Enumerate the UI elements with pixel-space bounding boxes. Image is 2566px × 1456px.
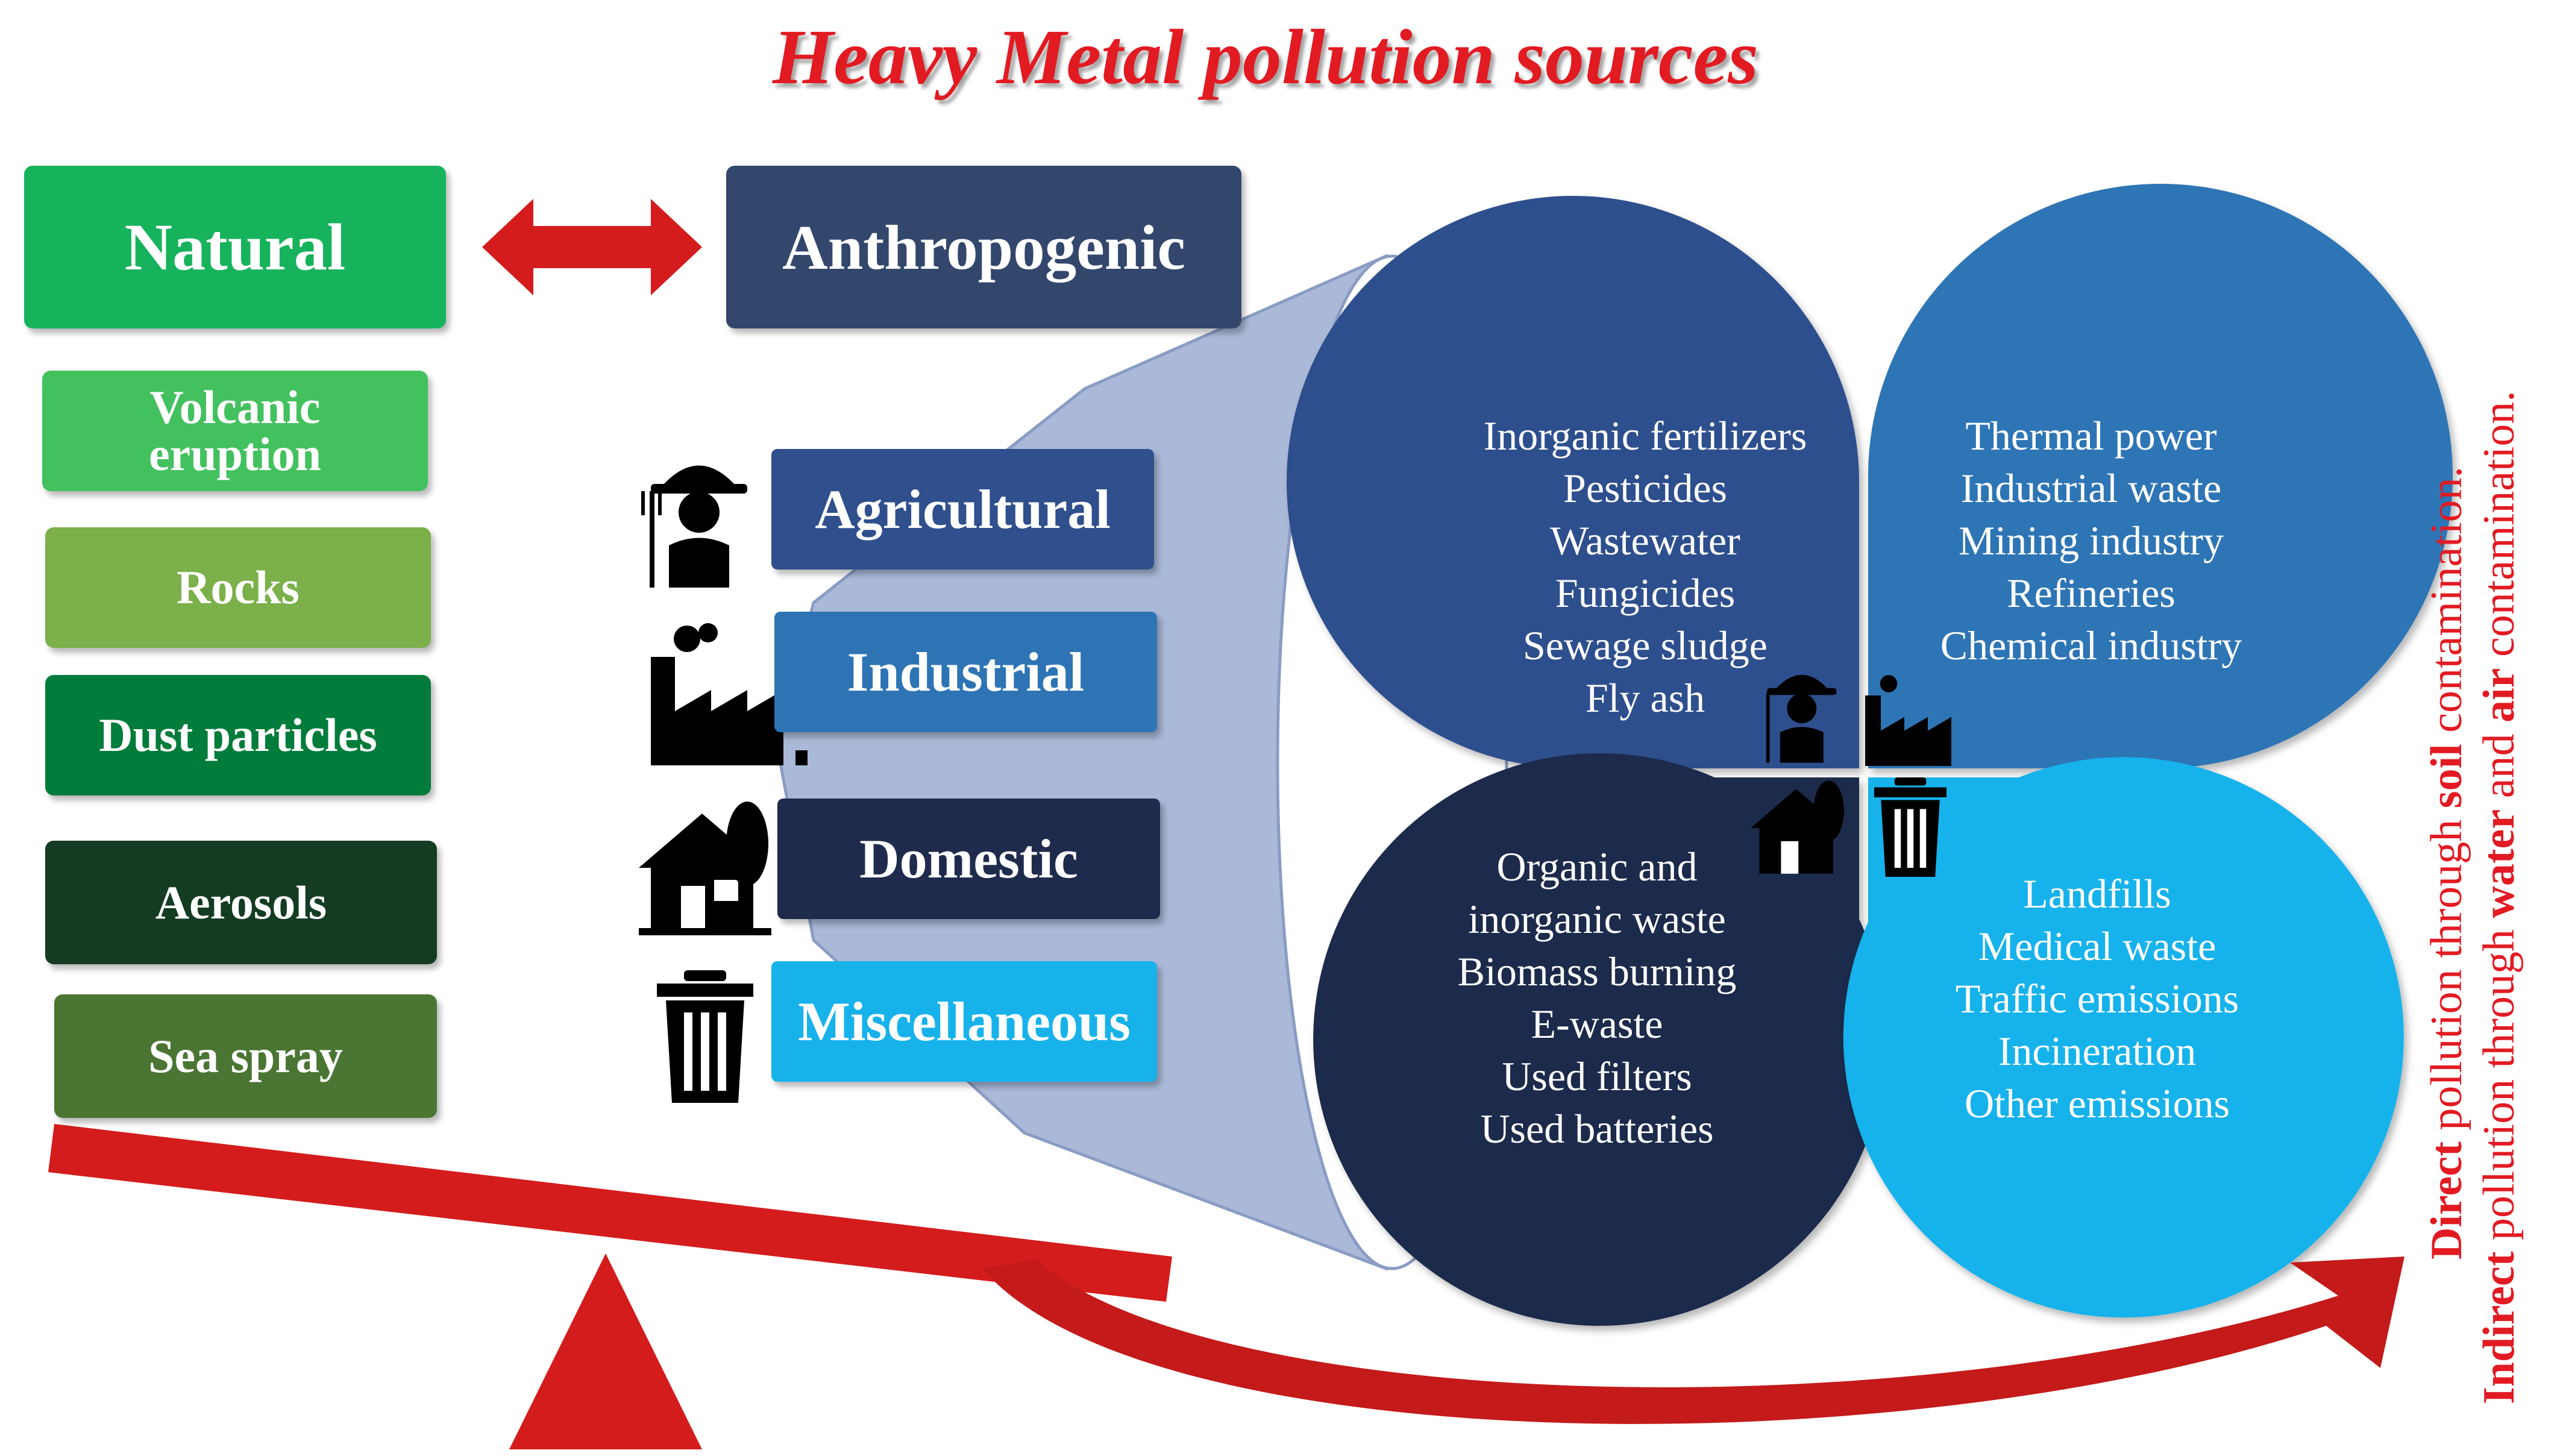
petal-domestic (1313, 753, 1886, 1326)
trash-can-icon (657, 970, 753, 1103)
list-item: Used batteries (1480, 1106, 1714, 1152)
soil-label: soil (2422, 744, 2471, 809)
list-item: Refineries (2007, 570, 2175, 616)
list-item: Other emissions (1964, 1081, 2230, 1126)
indirect-text-2: and (2474, 722, 2524, 809)
list-item: Inorganic fertilizers (1483, 413, 1807, 459)
farmer-icon-center (1766, 674, 1837, 763)
list-item: Mining industry (1958, 518, 2224, 563)
list-item: Landfills (2023, 871, 2171, 917)
petal-miscellaneous-list: Landfills Medical waste Traffic emission… (1868, 868, 2326, 1130)
diagram-title: Heavy Metal pollution sources (773, 14, 1758, 101)
natural-item-dust-particles: Dust particles (45, 675, 431, 795)
anthropogenic-heading: Anthropogenic (726, 166, 1241, 328)
list-item: Fly ash (1585, 675, 1705, 721)
air-label: air (2474, 668, 2524, 723)
list-item: Industrial waste (1960, 465, 2222, 511)
natural-item-volcanic-eruption: Volcanic eruption (42, 371, 428, 491)
category-domestic: Domestic (777, 799, 1160, 919)
list-item: Sewage sludge (1522, 623, 1768, 668)
indirect-pathway-text: Indirect pollution through water and air… (2474, 391, 2525, 1404)
indirect-label: Indirect (2474, 1251, 2524, 1404)
curved-arrow (982, 1257, 2404, 1424)
indirect-text-3: contamination. (2474, 391, 2524, 668)
list-item: Medical waste (1978, 923, 2216, 969)
direct-label: Direct (2422, 1141, 2471, 1260)
house-icon (639, 802, 771, 935)
water-label: water (2474, 809, 2524, 918)
natural-item-label: Volcanic eruption (148, 381, 322, 480)
list-item: Thermal power (1965, 413, 2217, 459)
natural-item-sea-spray: Sea spray (54, 994, 437, 1118)
petal-agricultural (1287, 196, 1859, 768)
direct-text-1: pollution through (2422, 808, 2471, 1142)
factory-icon-center (1865, 675, 1951, 766)
direct-pathway-text: Direct pollution through soil contaminat… (2421, 466, 2473, 1260)
factory-icon (651, 623, 808, 765)
natural-item-rocks: Rocks (45, 527, 431, 648)
list-item: Used filters (1502, 1053, 1692, 1099)
petal-industrial-list: Thermal power Industrial waste Mining in… (1862, 410, 2320, 672)
bidirectional-arrow (482, 199, 702, 295)
seesaw-beam (48, 1124, 1172, 1302)
list-item: Incineration (1998, 1028, 2197, 1074)
petal-agricultural-list: Inorganic fertilizers Pesticides Wastewa… (1413, 410, 1877, 724)
category-agricultural: Agricultural (771, 449, 1154, 570)
list-item: Traffic emissions (1955, 976, 2239, 1021)
indirect-text-1: pollution through (2474, 918, 2524, 1252)
house-icon-center (1751, 780, 1844, 874)
list-item: Wastewater (1550, 518, 1740, 563)
petal-miscellaneous (1843, 757, 2404, 1318)
list-item: Organic and (1496, 844, 1698, 890)
trash-can-icon-center (1874, 777, 1946, 877)
list-item: Chemical industry (1940, 623, 2242, 668)
farmer-icon (641, 465, 747, 588)
direct-text-2: contamination. (2422, 466, 2471, 744)
list-item: E-waste (1531, 1001, 1663, 1047)
petal-industrial (1868, 184, 2453, 769)
list-item: Pesticides (1563, 465, 1727, 511)
list-item: Fungicides (1555, 570, 1736, 616)
natural-item-aerosols: Aerosols (45, 841, 437, 964)
natural-heading: Natural (24, 166, 446, 328)
list-item: Biomass burning (1457, 949, 1737, 994)
list-item: inorganic waste (1468, 896, 1726, 942)
seesaw-fulcrum (509, 1254, 702, 1449)
category-miscellaneous: Miscellaneous (771, 961, 1157, 1082)
petal-domestic-list: Organic and inorganic waste Biomass burn… (1386, 841, 1808, 1155)
category-industrial: Industrial (774, 612, 1157, 732)
